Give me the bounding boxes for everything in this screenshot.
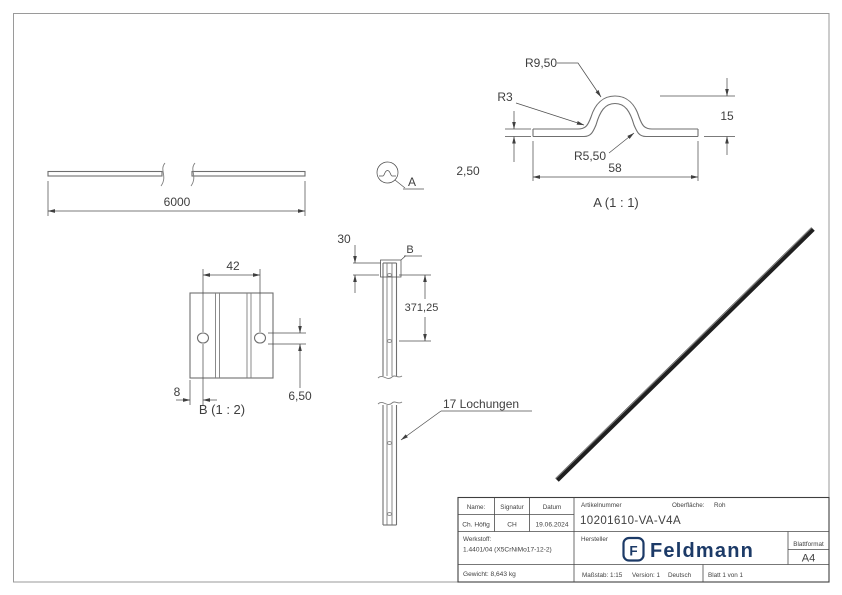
- leader-line: [608, 132, 635, 154]
- feldmann-logo: F Feldmann: [622, 536, 754, 562]
- dim-text-edge: 8: [174, 385, 181, 399]
- gewicht-value: Gewicht: 8,643 kg: [463, 571, 516, 578]
- dim-text-length: 6000: [164, 195, 191, 209]
- dimension-hole-dia-650: 6,50: [268, 318, 312, 403]
- artikelnummer-value: 10201610-VA-V4A: [580, 515, 681, 527]
- detail-a-title: A (1 : 1): [593, 195, 639, 210]
- dimension-width-58: 58: [532, 141, 699, 181]
- hersteller-label: Hersteller: [581, 536, 608, 543]
- mini-profile-icon: [379, 170, 396, 177]
- leader-line: [394, 179, 406, 189]
- dimension-hole-spacing-42: 42: [202, 259, 261, 332]
- oberflaeche-value: Roh: [714, 502, 726, 509]
- break-line: [160, 162, 166, 187]
- dim-text-r-inner: R5,50: [574, 149, 606, 163]
- massstab-value: Maßstab: 1:15: [582, 572, 623, 579]
- werkstoff-value: 1.4401/04 (X5CrNiMo17-12-2): [463, 547, 552, 554]
- dim-text-hole-dia: 6,50: [288, 389, 312, 403]
- dim-text-hole-spacing: 42: [226, 259, 240, 273]
- callout-label-b: B: [406, 244, 413, 256]
- detail-callout-b: B: [380, 244, 422, 278]
- bar-right-segment: [191, 170, 306, 177]
- datum-label: Datum: [543, 504, 562, 511]
- rod-highlight: [555, 227, 813, 479]
- title-block-outline: [457, 496, 830, 583]
- hole-right: [253, 332, 267, 344]
- dim-text-end: 30: [337, 232, 351, 246]
- dim-text-width: 58: [608, 161, 622, 175]
- dimension-pitch-37125: 371,25: [399, 274, 439, 342]
- hole-mark: [386, 339, 393, 343]
- dimension-edge-8: 8: [174, 344, 217, 405]
- isometric-rod-view: [555, 227, 815, 482]
- logo-icon-letter: F: [629, 544, 637, 559]
- hole-mark: [386, 441, 393, 445]
- signatur-value: CH: [507, 522, 517, 529]
- blattformat-label: Blattformat: [793, 541, 824, 548]
- name-label: Name:: [467, 504, 486, 511]
- view-detail-b: 42 8 6,50 B (1 : 2): [174, 259, 312, 417]
- break-line: [190, 162, 196, 187]
- sprache-value: Deutsch: [668, 572, 692, 579]
- profile-outer-contour: [533, 95, 698, 130]
- blattformat-value: A4: [802, 553, 815, 565]
- plate-outline: [189, 292, 274, 379]
- note-text-holes: 17 Lochungen: [443, 397, 519, 411]
- oberflaeche-label: Oberfläche:: [672, 502, 705, 509]
- sheet-border-frame: [13, 13, 830, 583]
- blatt-value: Blatt 1 von 1: [708, 572, 744, 579]
- view-profile-side: 6000 A: [47, 161, 424, 216]
- version-value: Version: 1: [632, 572, 661, 579]
- dimension-r-outer: R9,50: [525, 56, 602, 98]
- dim-text-thickness: 2,50: [456, 164, 480, 178]
- logo-icon: [622, 536, 645, 562]
- callout-circle: [376, 161, 399, 184]
- callout-box: [380, 259, 402, 278]
- dimension-r-inner: R5,50: [574, 132, 635, 163]
- profile-inner-contour: [533, 102, 698, 138]
- dimension-6000: 6000: [47, 181, 306, 216]
- dim-text-r-outer: R9,50: [525, 56, 557, 70]
- view-front: B 30 371,25 17 Lochungen: [337, 232, 532, 526]
- signatur-label: Signatur: [500, 504, 523, 511]
- note-lochungen: 17 Lochungen: [400, 397, 532, 441]
- dim-text-pitch: 371,25: [405, 302, 439, 314]
- werkstoff-label: Werkstoff:: [463, 536, 491, 543]
- leader-line: [400, 410, 442, 441]
- artikelnummer-label: Artikelnummer: [581, 502, 622, 509]
- rod-body: [555, 227, 815, 482]
- logo-wordmark: Feldmann: [650, 540, 754, 562]
- dim-text-r-fillet: R3: [497, 90, 513, 104]
- hole-left: [196, 332, 210, 344]
- dimension-thickness-250: 2,50: [456, 111, 531, 178]
- dimension-r-fillet: R3: [497, 90, 585, 126]
- leader-line: [557, 62, 602, 98]
- break-line: [377, 375, 403, 380]
- detail-b-title: B (1 : 2): [199, 402, 245, 417]
- datum-value: 19.06.2024: [535, 522, 568, 529]
- name-value: Ch. Höfig: [462, 522, 490, 529]
- dimension-height-15: 15: [660, 78, 735, 155]
- dimension-end-30: 30: [337, 232, 381, 293]
- dim-text-height: 15: [720, 109, 734, 123]
- hole-mark: [386, 512, 393, 516]
- bar-left-segment: [47, 170, 163, 177]
- detail-callout-a: A: [376, 161, 424, 190]
- break-line: [377, 401, 403, 406]
- callout-label-a: A: [408, 175, 416, 189]
- leader-line: [515, 102, 585, 126]
- title-block: Name: Signatur Datum Ch. Höfig CH 19.06.…: [457, 496, 830, 583]
- view-detail-a: R9,50 R3 R5,50 15 2,50: [456, 56, 735, 210]
- hole-mark: [386, 273, 393, 277]
